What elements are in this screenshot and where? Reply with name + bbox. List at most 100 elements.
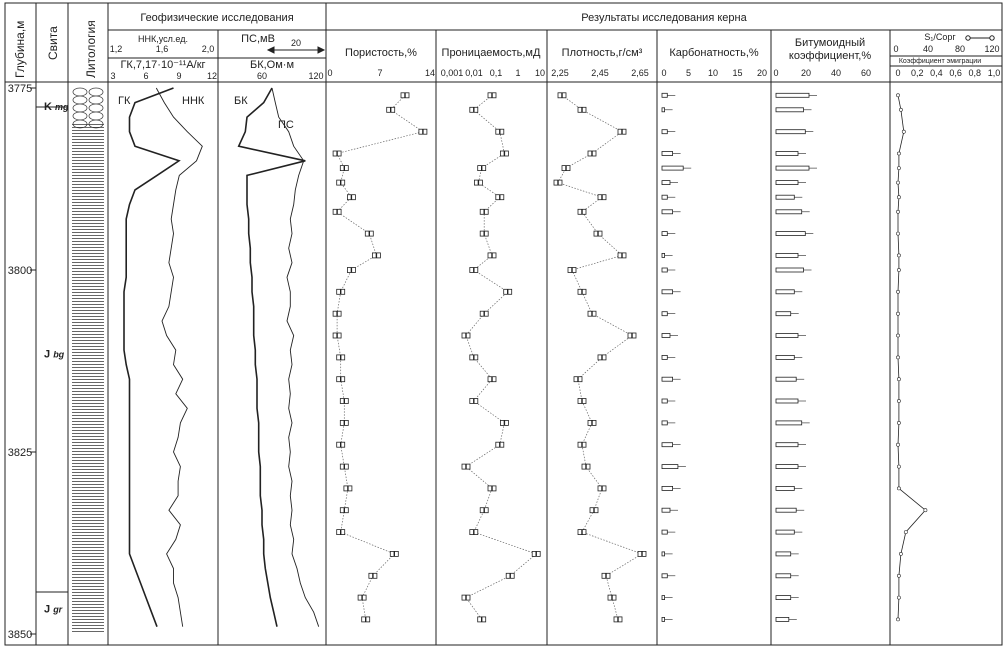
depth-label: 3850 — [8, 629, 32, 641]
lithology-sand-dot — [96, 596, 99, 598]
suite-label: K mg — [44, 101, 69, 113]
lithology-sand-dot — [89, 272, 92, 274]
lithology-sand-dot — [89, 560, 92, 562]
carbonate-bar — [661, 376, 674, 382]
emigration-point — [897, 166, 901, 171]
depth-label: 3825 — [8, 447, 32, 459]
bitumen-bar — [775, 551, 792, 557]
density-tick: 2,65 — [631, 68, 649, 78]
lithology-sand-dot — [103, 236, 106, 238]
core-header: Результаты исследования керна — [581, 12, 747, 24]
s-corg-tick: 80 — [955, 44, 965, 54]
nnk-tick: 1,6 — [156, 44, 169, 54]
lithology-sand-dot — [96, 488, 99, 490]
lithology-limestone — [88, 111, 104, 121]
lithology-sand-dot — [103, 398, 106, 400]
bitumen-bar — [775, 595, 792, 600]
frame — [4, 2, 1003, 646]
lithology-sand-dot — [103, 146, 106, 148]
lithology-sand-dot — [89, 164, 92, 166]
lithology-sand-dot — [89, 452, 92, 454]
bitumen-bar — [775, 573, 792, 579]
bitumen-tick: 20 — [801, 68, 811, 78]
emigration-point — [899, 107, 903, 112]
lithology-sand-dot — [89, 182, 92, 184]
curve-label-bk: БК — [234, 95, 248, 107]
emigration-point — [897, 399, 901, 403]
lithology-sand-dot — [82, 596, 85, 598]
carbonate-bar — [661, 464, 679, 470]
bitumen-tick: 0 — [773, 68, 778, 78]
lithology-sand-dot — [75, 488, 78, 490]
carbonate-bar — [661, 252, 665, 258]
lithology-sand-dot — [89, 380, 92, 382]
lithology-sand-dot — [103, 488, 106, 490]
lithology-sand-dot — [75, 218, 78, 220]
carbonate-bar — [661, 442, 674, 448]
lithology-sand-dot — [82, 308, 85, 310]
suite-label: J bg — [44, 349, 65, 361]
lithology-sand-dot — [89, 362, 92, 364]
carbonate-bar — [661, 507, 671, 513]
emigration-point — [897, 195, 901, 200]
bitumen-tick: 60 — [861, 68, 871, 78]
lithology-sand-dot — [82, 560, 85, 562]
bitumen-bar — [775, 464, 799, 470]
bitumen-bar — [775, 398, 799, 404]
lithology-sand-dot — [96, 236, 99, 238]
lithology-sand-dot — [82, 146, 85, 148]
carbonate-bar — [661, 354, 668, 360]
lithology-sand-dot — [96, 290, 99, 292]
carbonate-tick: 10 — [708, 68, 718, 78]
bitumen-bar — [775, 420, 803, 426]
lithology-sand-dot — [75, 632, 78, 634]
lithology-sand-dot — [75, 434, 78, 436]
carbonate-bar — [661, 551, 665, 557]
lithology-sand-dot — [96, 272, 99, 274]
permeability-title: Проницаемость,мД — [442, 47, 541, 59]
carbonate-bar — [661, 151, 674, 156]
depth-header: Глубина,м — [13, 21, 27, 78]
emigration-title: Коэффициент эмиграции — [899, 58, 981, 65]
emigration-point — [899, 552, 903, 556]
gk-tick: 9 — [176, 71, 181, 81]
emigration-point — [897, 486, 901, 491]
lithology-sand-dot — [96, 344, 99, 346]
emigration-point — [896, 231, 900, 236]
lithology-header: Литология — [84, 20, 98, 78]
lithology-sand-dot — [82, 506, 85, 508]
lithology-sand-dot — [103, 380, 106, 382]
lithology-sand-dot — [89, 254, 92, 256]
emigration-point — [897, 151, 901, 156]
lithology-sand-dot — [96, 254, 99, 256]
lithology-sand-dot — [103, 362, 106, 364]
carbonate-bar — [661, 289, 674, 295]
lithology-sand-dot — [89, 236, 92, 238]
permeability-tick: 10 — [535, 68, 545, 78]
emigration-point — [897, 420, 901, 425]
lithology-sand-dot — [96, 182, 99, 184]
lithology-sand-dot — [103, 272, 106, 274]
lithology-sand-dot — [75, 272, 78, 274]
lithology-sand-dot — [103, 344, 106, 346]
bitumen-tick: 40 — [831, 68, 841, 78]
lithology-sand-dot — [103, 290, 106, 292]
lithology-sand-dot — [96, 362, 99, 364]
lithology-sand-dot — [96, 434, 99, 436]
carbonate-bar — [661, 573, 668, 579]
lithology-sand-dot — [75, 236, 78, 238]
lithology-sand-dot — [82, 578, 85, 580]
bitumen-title-2: коэффициент,% — [789, 50, 871, 62]
emigration-point — [896, 355, 900, 360]
lithology-sand-dot — [75, 308, 78, 310]
lithology-sand-dot — [82, 200, 85, 202]
lithology-sand-dot — [89, 614, 92, 616]
gk-title: ГК,7,17·10⁻¹¹А/кг — [120, 59, 205, 71]
bitumen-bar — [775, 289, 795, 295]
density-tick: 2,45 — [591, 68, 609, 78]
porosity-tick: 0 — [327, 68, 332, 78]
lithology-sand-dot — [103, 218, 106, 220]
ps-title: ПС,мВ — [241, 33, 275, 45]
bitumen-bar — [775, 129, 806, 135]
lithology-sand-dot — [75, 200, 78, 202]
